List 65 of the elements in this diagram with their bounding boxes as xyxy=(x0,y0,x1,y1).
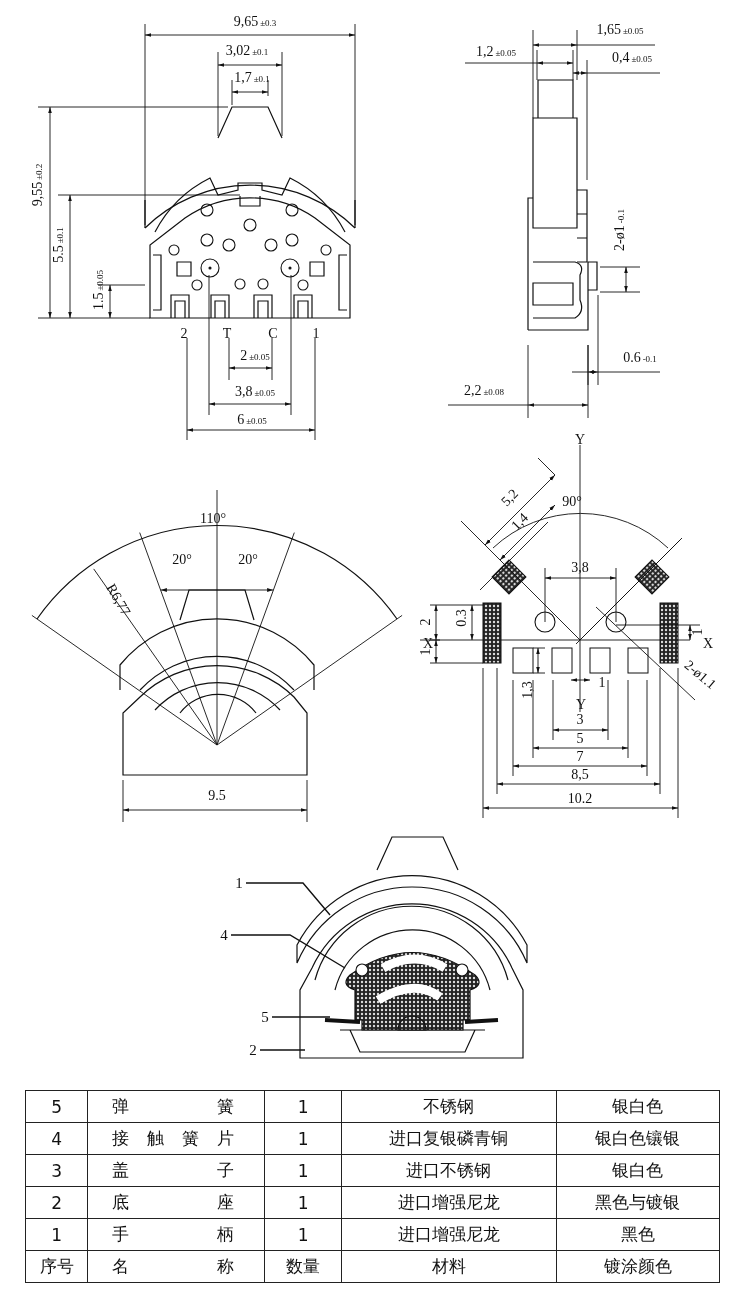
dimension-label: 0.3 xyxy=(455,609,469,627)
dimension-label: 3 xyxy=(576,713,584,727)
table-cell: 黑色 xyxy=(556,1218,720,1251)
callout-number: 4 xyxy=(217,928,231,943)
axis-label: Y xyxy=(574,433,586,447)
table-cell: 进口增强尼龙 xyxy=(341,1186,557,1219)
axis-label: Y xyxy=(575,698,587,712)
table-cell: 3 xyxy=(25,1154,88,1187)
angle-label: 90° xyxy=(562,495,582,509)
callout-number: 1 xyxy=(232,876,246,891)
leader-line xyxy=(271,1016,331,1018)
table-cell: 名称 xyxy=(87,1250,265,1283)
table-cell: 进口不锈钢 xyxy=(341,1154,557,1187)
table-cell: 进口增强尼龙 xyxy=(341,1218,557,1251)
table-cell: 材料 xyxy=(341,1250,557,1283)
angle-label: 20° xyxy=(172,553,192,567)
dimension-label: 2 xyxy=(419,618,433,626)
dimension-label: 9.5 xyxy=(208,789,226,803)
table-cell: 数量 xyxy=(264,1250,342,1283)
table-cell: 接触簧片 xyxy=(87,1122,265,1155)
angle-label: 110° xyxy=(199,512,227,526)
dimension-label: 5,2 xyxy=(498,486,522,510)
table-cell: 银白色 xyxy=(556,1090,720,1123)
dimension-label: 3,8 xyxy=(571,561,589,575)
dimension-label: 1,3 xyxy=(521,681,535,699)
table-cell: 底座 xyxy=(87,1186,265,1219)
table-cell: 5 xyxy=(25,1090,88,1123)
table-cell: 1 xyxy=(25,1218,88,1251)
dimension-label: 7 xyxy=(576,750,584,764)
pin-label: C xyxy=(268,327,278,341)
table-cell: 盖子 xyxy=(87,1154,265,1187)
callout-number: 2 xyxy=(246,1043,260,1058)
axis-label: X xyxy=(422,637,434,651)
dimension-label: 1 xyxy=(419,648,433,656)
table-cell: 1 xyxy=(264,1090,342,1123)
table-cell: 黑色与镀银 xyxy=(556,1186,720,1219)
callout-number: 5 xyxy=(258,1010,272,1025)
table-cell: 2 xyxy=(25,1186,88,1219)
table-cell: 1 xyxy=(264,1186,342,1219)
table-cell: 1 xyxy=(264,1218,342,1251)
table-cell: 银白色镶银 xyxy=(556,1122,720,1155)
table-cell: 弹簧 xyxy=(87,1090,265,1123)
leader-line xyxy=(230,934,346,969)
leader-line xyxy=(259,1049,306,1051)
dimension-label: 1 xyxy=(691,628,705,636)
table-cell: 1 xyxy=(264,1122,342,1155)
leader-line xyxy=(245,882,331,916)
table-cell: 进口复银磷青铜 xyxy=(341,1122,557,1155)
table-cell: 不锈钢 xyxy=(341,1090,557,1123)
table-cell: 4 xyxy=(25,1122,88,1155)
dimension-label: 10.2 xyxy=(567,792,593,806)
pin-label: T xyxy=(222,327,232,341)
table-cell: 1 xyxy=(264,1154,342,1187)
dimension-label: 5 xyxy=(576,732,584,746)
table-cell: 镀涂颜色 xyxy=(556,1250,720,1283)
axis-label: X xyxy=(702,637,714,651)
table-cell: 银白色 xyxy=(556,1154,720,1187)
dimension-label: 1,4 xyxy=(508,510,532,534)
pin-label: 2 xyxy=(180,327,188,341)
pin-label: 1 xyxy=(312,327,320,341)
table-cell: 序号 xyxy=(25,1250,88,1283)
table-cell: 手柄 xyxy=(87,1218,265,1251)
dimension-label: 1 xyxy=(598,676,606,690)
dimension-label: 8,5 xyxy=(571,768,589,782)
angle-label: 20° xyxy=(238,553,258,567)
